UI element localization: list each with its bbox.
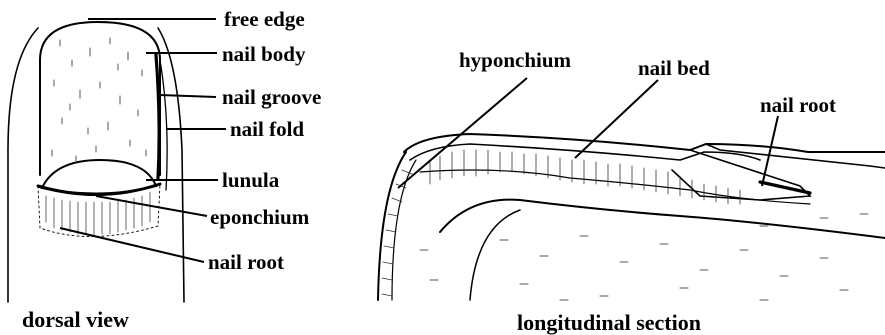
label-nail-fold: nail fold <box>230 117 304 141</box>
label-nail-bed: nail bed <box>638 56 710 80</box>
dermis-texture <box>430 150 740 204</box>
label-hyponchium: hyponchium <box>459 48 572 72</box>
label-nail-groove: nail groove <box>222 85 321 109</box>
nail-plate-bottom <box>410 144 760 160</box>
label-nail-body: nail body <box>222 42 306 66</box>
label-nail-root-dorsal: nail root <box>208 250 284 274</box>
dorsal-leader-lines <box>60 19 226 262</box>
label-eponchium: eponchium <box>210 205 310 229</box>
distal-phalanx-outline <box>440 200 885 238</box>
label-lunula: lunula <box>222 168 280 192</box>
leader-nail-groove <box>160 95 216 97</box>
nail-body-outline <box>40 22 160 175</box>
distal-phalanx-inner <box>470 210 520 300</box>
label-nail-root-section: nail root <box>760 93 836 117</box>
leader-eponchium <box>96 196 207 216</box>
label-free-edge: free edge <box>224 7 305 31</box>
fingertip-skin-inner <box>392 160 416 300</box>
nail-plate-top <box>404 134 885 152</box>
nail-body-texture <box>52 38 146 162</box>
caption-longitudinal-section: longitudinal section <box>517 310 701 335</box>
nail-groove-edge <box>156 55 159 178</box>
fingertip-skin-texture <box>382 170 412 296</box>
section-leader-lines <box>398 78 778 188</box>
caption-dorsal-view: dorsal view <box>22 307 129 332</box>
nail-bed-boundary <box>420 170 810 204</box>
nail-fold-line <box>160 60 167 190</box>
finger-outline <box>8 28 38 302</box>
dorsal-view-drawing <box>8 22 184 302</box>
section-drawing <box>378 134 885 300</box>
